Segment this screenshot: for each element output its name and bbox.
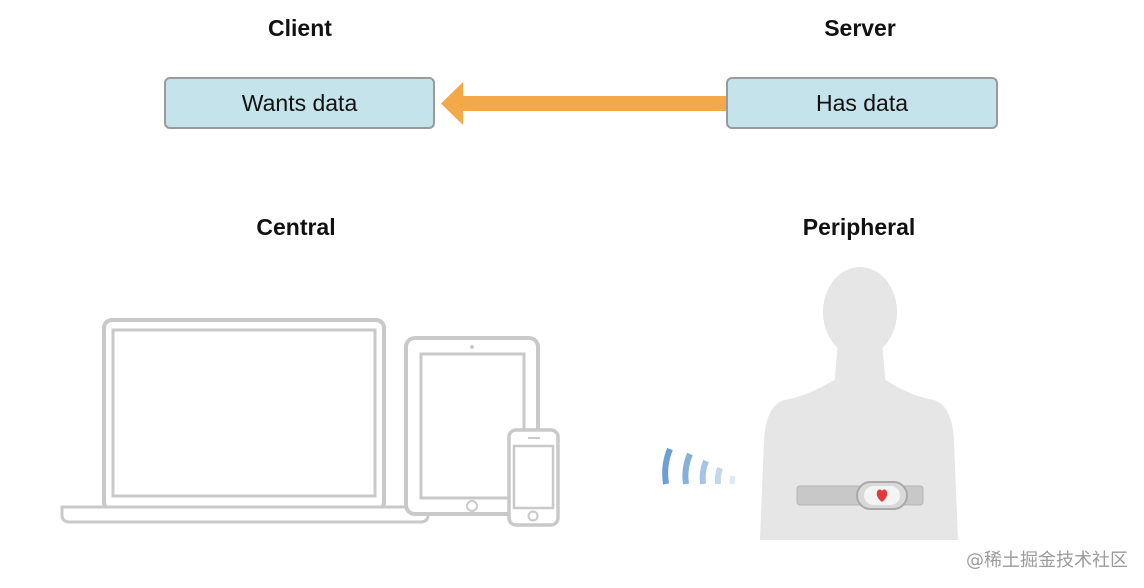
signal-waves-icon (662, 447, 736, 485)
heart-icon (876, 489, 888, 502)
server-heading: Server (824, 15, 896, 41)
server-box: Has data (726, 77, 998, 129)
client-box: Wants data (164, 77, 435, 129)
laptop-icon (60, 318, 430, 524)
client-heading: Client (268, 15, 332, 41)
peripheral-heading: Peripheral (802, 214, 916, 240)
central-heading: Central (256, 214, 336, 240)
tablet-icon (404, 336, 540, 516)
data-flow-arrow (441, 82, 726, 125)
watermark: @稀土掘金技术社区 (966, 550, 1128, 571)
phone-icon (507, 428, 560, 527)
chest-strap (796, 481, 924, 510)
